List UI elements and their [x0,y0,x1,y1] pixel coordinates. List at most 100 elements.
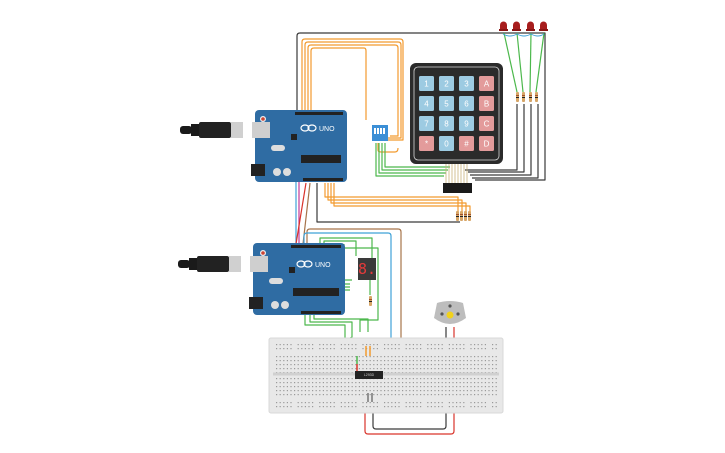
wire-red-motor[interactable] [364,327,455,435]
keypad-key-label: 9 [464,120,469,129]
led[interactable] [526,21,535,31]
keypad-key-label: # [464,140,469,149]
resistors-led [516,92,538,102]
keypad-key-label: B [484,100,489,109]
wire-green-led-1[interactable] [503,32,518,93]
keypad-key-D[interactable]: D [479,136,494,151]
keypad-header[interactable] [443,183,472,193]
wire-blue-long[interactable] [303,232,392,387]
keypad-key-6[interactable]: 6 [459,96,474,111]
keypad-key-label: 8 [444,120,449,129]
wire-green-led-4[interactable] [535,32,545,93]
keypad-key-8[interactable]: 8 [439,116,454,131]
resistor[interactable] [460,211,463,221]
wire-green-4[interactable] [384,143,450,168]
keypad-key-9[interactable]: 9 [459,116,474,131]
wire-orange-dip[interactable] [377,143,399,153]
keypad-key-#[interactable]: # [459,136,474,151]
wire-black-mid[interactable] [316,183,460,223]
wire-orange-7[interactable] [330,183,467,212]
wire-green-2[interactable] [378,143,446,174]
seven-segment-display[interactable]: 8. [358,258,376,280]
wire-orange-4[interactable] [310,47,367,120]
arduino-logo [296,260,313,268]
wire-black-right[interactable] [475,32,546,181]
wire-black-motor[interactable] [372,327,447,430]
reset-button[interactable] [261,251,265,255]
keypad-key-label: 4 [424,100,429,109]
resistor[interactable] [522,92,525,102]
keypad-key-label: 0 [444,140,449,149]
keypad-key-3[interactable]: 3 [459,76,474,91]
keypad-key-label: 5 [444,100,449,109]
keypad-key-label: 6 [464,100,469,109]
keypad-key-4[interactable]: 4 [419,96,434,111]
wire-black-led-3[interactable] [470,104,532,176]
keypad-key-A[interactable]: A [479,76,494,91]
wire-orange-8[interactable] [333,183,471,212]
dip-switch[interactable] [372,125,388,141]
keypad-key-1[interactable]: 1 [419,76,434,91]
usb-cable[interactable] [180,122,243,138]
wire-brown-long[interactable] [306,228,402,383]
wire-green-bot-3[interactable] [313,313,369,332]
wire-orange-2[interactable] [304,41,402,139]
led[interactable] [499,21,508,31]
keypad-key-B[interactable]: B [479,96,494,111]
keypad-key-C[interactable]: C [479,116,494,131]
resistor[interactable] [529,92,532,102]
keypad-key-label: D [484,140,490,149]
wire-green-3[interactable] [381,143,448,171]
power-jack [251,164,265,176]
digital-header [295,112,343,115]
keypad-key-5[interactable]: 5 [439,96,454,111]
wire-black-led-1[interactable] [465,104,518,171]
uno-label: UNO [315,262,331,269]
resistor[interactable] [535,92,538,102]
led[interactable] [539,21,548,31]
ic-chip-label: L293D [364,373,375,377]
wire-green-1[interactable] [375,143,444,177]
keypad-key-label: A [484,80,490,89]
leds [499,21,548,31]
usb-port [250,256,268,272]
breadboard[interactable] [268,337,504,414]
power-jack [249,297,263,309]
wire-green-led-2[interactable] [516,32,524,93]
wire-orange-3[interactable] [307,44,399,137]
resistor[interactable] [464,211,467,221]
keypad[interactable]: 1 2 3 A 4 5 6 B 7 8 9 C * 0 # D [410,63,503,193]
keypad-key-2[interactable]: 2 [439,76,454,91]
keypad-pins [445,164,468,183]
wire-orange-5[interactable] [324,183,459,212]
mcu-chip [293,288,339,296]
analog-header [303,178,343,181]
resistor[interactable] [456,211,459,221]
keypad-key-label: 1 [424,80,429,89]
keypad-key-0[interactable]: 0 [439,136,454,151]
keypad-key-7[interactable]: 7 [419,116,434,131]
resistor[interactable] [468,211,471,221]
dc-motor[interactable] [434,301,466,324]
wire-red-mid[interactable] [295,182,307,245]
wire-green-led-3[interactable] [529,32,532,93]
resistors-keypad [456,211,471,221]
wire-black-led-2[interactable] [468,104,525,173]
reset-button[interactable] [261,117,265,121]
keypad-key-label: 2 [444,80,449,89]
ic-chip[interactable]: L293D [355,371,383,379]
keypad-key-*[interactable]: * [419,136,434,151]
resistor[interactable] [369,296,372,306]
keypad-key-label: 3 [464,80,469,89]
keypad-key-label: 7 [424,120,429,129]
arduino-uno-top[interactable]: UNO [180,110,347,182]
keypad-keys: 1 2 3 A 4 5 6 B 7 8 9 C * 0 # D [419,76,494,151]
resistor[interactable] [516,92,519,102]
arduino-uno-bottom[interactable]: UNO [178,243,345,315]
wire-black-top[interactable] [296,32,510,112]
usb-cable[interactable] [178,256,241,272]
wire-orange-1[interactable] [301,38,404,141]
led[interactable] [512,21,521,31]
wire-black-led-4[interactable] [472,104,539,179]
